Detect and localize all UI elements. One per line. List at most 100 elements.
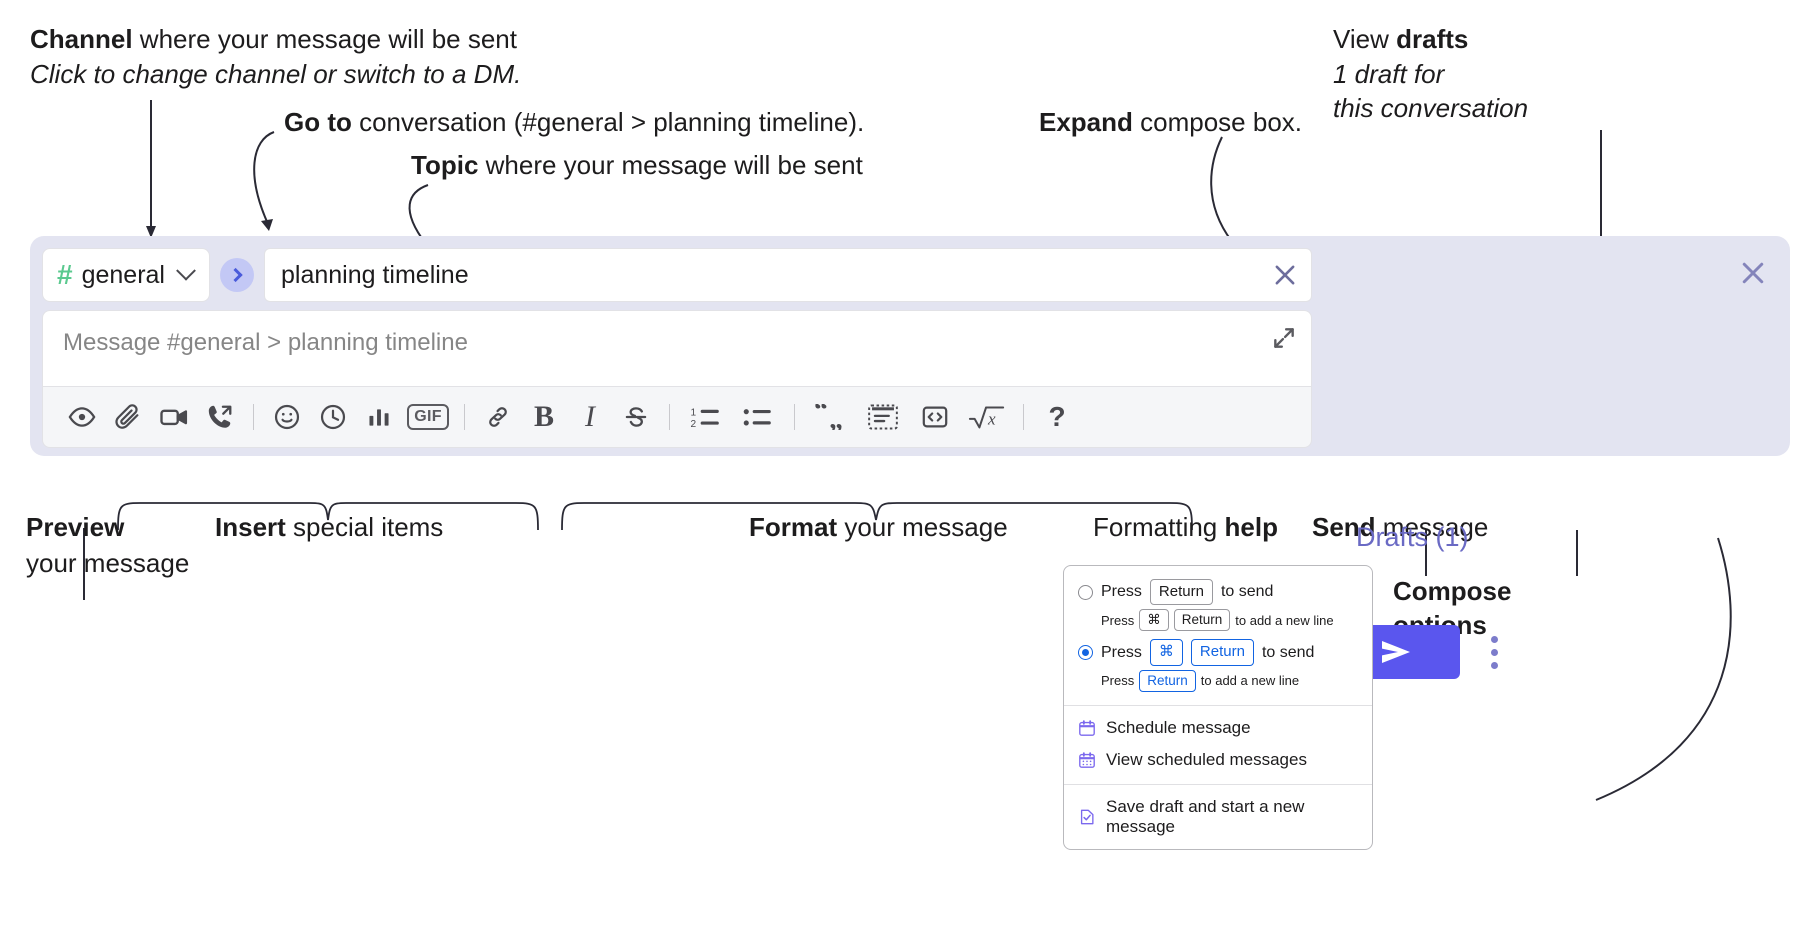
sub-suffix: to add a new line [1235,612,1334,628]
annotation-insert-rest: special items [285,512,444,542]
option-press-cmd-return-to-send[interactable]: Press ⌘ Return to send [1064,636,1372,668]
clock-icon[interactable] [310,395,356,439]
annotation-compose-options-1: Compose [1393,576,1512,606]
menu-item-save-draft[interactable]: Save draft and start a new message [1064,791,1372,843]
annotation-drafts: View drafts 1 draft for this conversatio… [1333,24,1528,125]
channel-selector[interactable]: # general [42,248,210,302]
key-return: Return [1190,639,1254,666]
send-icon [1382,641,1410,663]
topic-input[interactable]: planning timeline [263,248,1312,302]
option-sub-newline-1: Press ⌘ Return to add a new line [1064,608,1372,636]
calendar-icon [1078,719,1096,737]
close-icon[interactable] [1271,261,1299,289]
compose-options-button[interactable] [1482,628,1506,676]
italic-label: I [585,400,595,433]
sub-prefix: Press [1101,612,1135,628]
separator [1023,404,1024,430]
italic-icon[interactable]: I [567,395,613,439]
option-suffix: to send [1261,643,1315,661]
code-icon[interactable] [909,395,961,439]
menu-item-schedule-message[interactable]: Schedule message [1064,712,1372,744]
annotation-format-bold: Format [749,512,838,542]
gif-icon[interactable]: GIF [402,395,454,439]
menu-item-label: Schedule message [1106,717,1251,737]
annotation-channel-rest: where your message will be sent [132,24,517,54]
close-icon[interactable] [1738,258,1768,288]
annotation-channel-bold: Channel [30,24,133,54]
question-mark-icon[interactable]: ? [1034,395,1080,439]
option-prefix: Press [1101,583,1142,601]
bold-icon[interactable]: B [521,395,567,439]
annotation-drafts-italic-1: 1 draft for [1333,58,1445,89]
help-label: ? [1048,401,1066,432]
channel-name: general [81,260,165,289]
paperclip-icon[interactable] [105,395,151,439]
annotation-expand-rest: compose box. [1132,107,1303,137]
separator [794,404,795,430]
ordered-list-icon[interactable]: 1 2 [680,395,732,439]
annotation-topic: Topic where your message will be sent [411,150,863,182]
annotation-format-rest: your message [837,512,1008,542]
link-icon[interactable] [475,395,521,439]
option-prefix: Press [1101,643,1142,661]
option-sub-newline-2: Press Return to add a new line [1064,669,1372,697]
code-block-icon[interactable] [857,395,909,439]
annotation-send-bold: Send [1312,512,1376,542]
quote-icon[interactable]: “ „ [805,395,857,439]
option-press-return-to-send[interactable]: Press Return to send [1064,576,1372,608]
compose-inner: # general planning timeline [42,248,1312,448]
annotation-formatting-help: Formatting help [1093,512,1278,544]
annotation-send: Send message [1312,512,1488,544]
expand-icon[interactable] [1271,325,1297,351]
menu-item-label: Save draft and start a new message [1106,796,1305,836]
svg-text:“: “ [814,404,828,426]
svg-text:„: „ [829,404,843,430]
annotation-goto: Go to conversation (#general > planning … [284,107,864,139]
radio-icon-selected[interactable] [1078,645,1093,661]
compose-options-menu: Press Return to send Press ⌘ Return to a… [1063,565,1373,850]
radio-icon[interactable] [1078,584,1093,600]
annotation-format: Format your message [749,512,1008,544]
annotation-goto-bold: Go to [284,107,352,137]
svg-text:2: 2 [691,419,697,430]
strikethrough-icon[interactable] [613,395,659,439]
drafts-link[interactable]: Drafts (1) [1356,522,1469,552]
topic-value: planning timeline [280,260,469,289]
save-draft-icon [1078,808,1096,826]
annotation-preview-rest: your message [26,547,190,578]
smiley-icon[interactable] [264,395,310,439]
divider [1064,783,1372,785]
menu-item-view-scheduled-messages[interactable]: View scheduled messages [1064,744,1372,776]
more-vertical-icon-dot [1490,635,1498,643]
menu-item-label: View scheduled messages [1106,749,1307,769]
separator [669,404,670,430]
video-camera-icon[interactable] [151,395,197,439]
bulleted-list-icon[interactable] [732,395,784,439]
key-return: Return [1139,669,1196,692]
bar-chart-icon[interactable] [356,395,402,439]
goto-conversation-button[interactable] [219,258,254,292]
annotation-topic-rest: where your message will be sent [478,150,863,180]
annotation-topic-bold: Topic [411,150,479,180]
phone-forward-icon[interactable] [197,395,243,439]
annotation-drafts-plain: View [1333,24,1397,54]
bold-label: B [533,400,554,433]
annotation-insert: Insert special items [215,512,443,544]
separator [464,404,465,430]
more-vertical-icon-dot [1490,648,1498,656]
key-return: Return [1149,579,1213,606]
annotation-drafts-italic-2: this conversation [1333,93,1529,124]
key-cmd: ⌘ [1149,639,1183,666]
square-root-icon[interactable]: x [961,395,1013,439]
annotation-channel-italic: Click to change channel or switch to a D… [30,58,522,89]
annotation-expand: Expand compose box. [1039,107,1302,139]
eye-icon[interactable] [59,395,105,439]
message-input[interactable]: Message #general > planning timeline [42,310,1312,386]
annotation-drafts-bold: drafts [1396,24,1469,54]
key-cmd: ⌘ [1139,609,1169,632]
svg-text:1: 1 [691,407,697,418]
annotation-preview: Preview your message [26,512,189,579]
annotation-help-bold: help [1224,512,1278,542]
annotation-preview-bold: Preview [26,512,125,542]
